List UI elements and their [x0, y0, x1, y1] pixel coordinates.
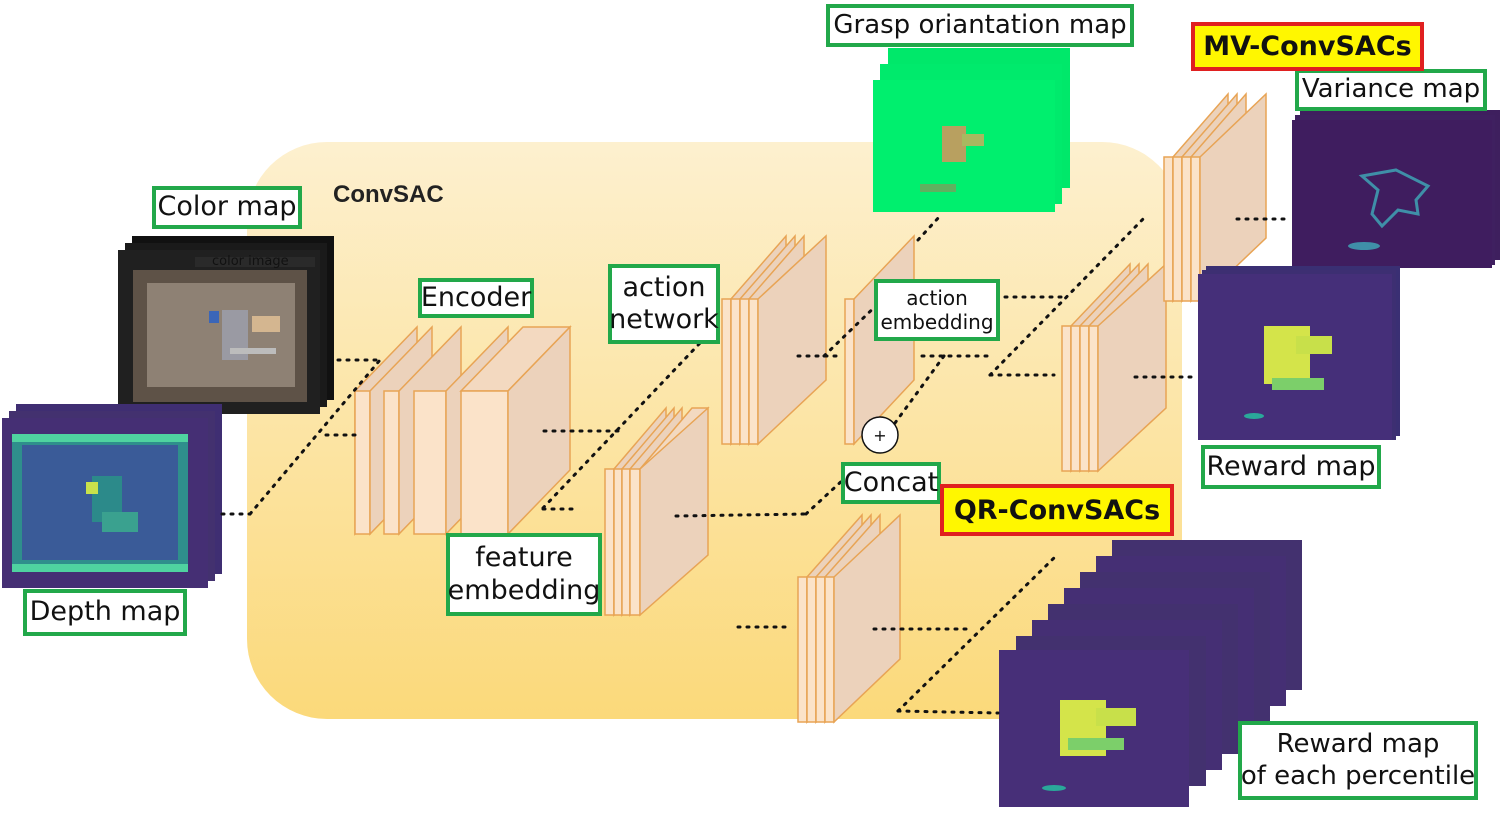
grasp-orientation-label: Grasp oriantation map: [826, 4, 1134, 47]
reward-percentile-line1: Reward map: [1276, 729, 1440, 760]
concat-label: Concat: [841, 462, 941, 504]
feature-embedding-blocks: [604, 405, 710, 618]
mv-convsacs-label: MV-ConvSACs: [1191, 22, 1424, 71]
color-map-stack: [118, 236, 334, 414]
action-network-label: action network: [608, 264, 720, 344]
action-network-line1: action: [622, 271, 706, 303]
color-map-label: Color map: [152, 186, 302, 229]
feature-embedding-line2: embedding: [447, 574, 601, 606]
action-network-line2: network: [609, 304, 719, 335]
grasp-orientation-stack: [873, 48, 1070, 212]
encoder-label: Encoder: [418, 278, 534, 318]
action-embedding-label: action embedding: [874, 279, 1000, 341]
mv-blocks: [1163, 92, 1267, 303]
reward-map-label: Reward map: [1201, 445, 1381, 489]
action-embedding-line2: embedding: [880, 310, 994, 334]
reward-percentile-line2: of each percentile: [1240, 760, 1476, 791]
variance-map-stack: [1292, 110, 1500, 268]
concat-circle: [861, 416, 899, 454]
color-image-caption: color image: [212, 254, 289, 269]
depth-map-stack: [2, 404, 222, 588]
concat-output-blocks: [1061, 262, 1167, 473]
depth-map-label: Depth map: [23, 589, 187, 636]
qr-blocks: [797, 513, 901, 724]
encoder-blocks: [354, 325, 572, 536]
reward-percentile-stack: [999, 540, 1302, 807]
feature-embedding-line1: feature: [475, 542, 573, 574]
feature-embedding-label: feature embedding: [446, 533, 602, 616]
concat-symbol: +: [873, 426, 886, 445]
qr-convsacs-label: QR-ConvSACs: [940, 484, 1174, 536]
convsac-title: ConvSAC: [333, 181, 444, 208]
action-network-blocks: [721, 234, 827, 447]
dotted-connectors: [220, 214, 1290, 715]
action-embedding-line1: action: [906, 286, 968, 310]
variance-map-label: Variance map: [1295, 69, 1487, 111]
reward-percentile-label: Reward map of each percentile: [1238, 721, 1478, 800]
reward-map-stack: [1198, 266, 1400, 440]
